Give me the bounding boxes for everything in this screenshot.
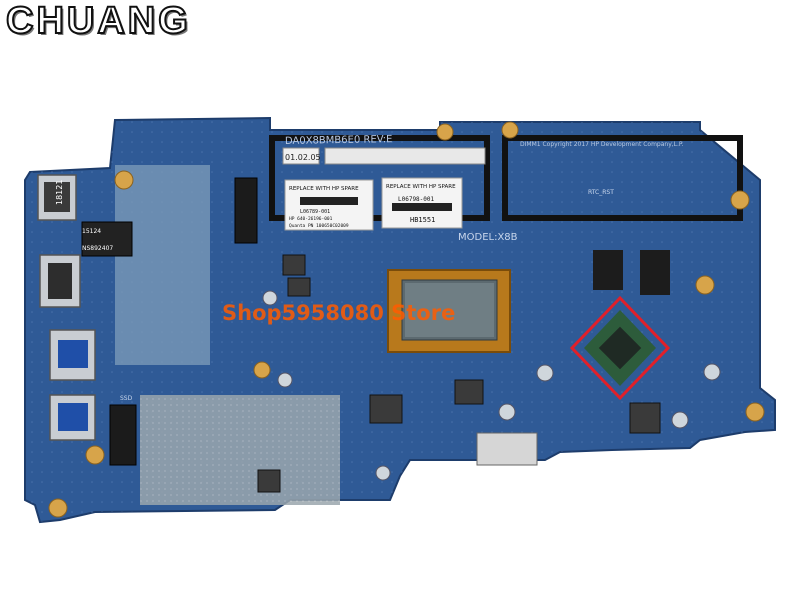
gpu-chip xyxy=(569,295,671,401)
screw-pad xyxy=(745,402,765,422)
screw-pad xyxy=(85,445,105,465)
sticker-left-part: L06789-001 xyxy=(300,209,330,215)
sticker-right-serial: HB1551 xyxy=(410,216,435,224)
m2-ssd-slot xyxy=(109,404,137,466)
ethernet-port xyxy=(81,221,133,257)
ram-slot-left xyxy=(269,135,490,221)
shield-area-top xyxy=(115,165,210,365)
port-label-1: 18121 xyxy=(55,180,64,205)
sticker-right-title: REPLACE WITH HP SPARE xyxy=(386,184,456,190)
screw-pad xyxy=(114,170,134,190)
capacitor xyxy=(375,465,391,481)
ssd-label: SSD xyxy=(120,395,133,402)
silk-copyright-label: DIMM1 Copyright 2017 HP Development Comp… xyxy=(520,141,684,148)
inductor-5 xyxy=(629,402,661,434)
capacitor xyxy=(498,403,516,421)
inductor-6 xyxy=(257,469,281,493)
usb-port-1 xyxy=(49,329,96,381)
brand-logo-text: CHUANG xyxy=(5,0,191,43)
usb-port-2 xyxy=(49,394,96,441)
bios-sticker xyxy=(282,147,320,165)
capacitor xyxy=(671,411,689,429)
m2-wifi-slot xyxy=(234,177,258,244)
screw-pad xyxy=(48,498,68,518)
cpu-chip xyxy=(387,269,511,353)
screw-pad xyxy=(436,123,454,141)
screw-pad xyxy=(730,190,750,210)
power-connector xyxy=(476,432,538,466)
sticker-right-part: L06798-001 xyxy=(398,196,435,203)
bios-label: 01.02.05 xyxy=(285,153,321,162)
shop-watermark: Shop5958080 Store xyxy=(222,301,455,325)
rtc-label: RTC_RST xyxy=(588,189,614,196)
silk-model-label: MODEL:X8B xyxy=(458,232,518,243)
silk-top-label: DA0X8BMB6E0 REV:E xyxy=(285,134,393,147)
inductor-2 xyxy=(282,254,306,276)
port-label-2: 15124 xyxy=(82,228,101,235)
capacitor xyxy=(277,372,293,388)
vram-chip-2 xyxy=(640,250,670,295)
shield-area-bottom xyxy=(140,395,340,505)
ram-slot-right xyxy=(502,135,743,221)
inductor-4 xyxy=(454,379,484,405)
screw-pad xyxy=(501,121,519,139)
sticker-left-line3: Quanta PN 100650C02009 xyxy=(289,223,349,229)
hdmi-port xyxy=(39,254,81,308)
screw-pad xyxy=(253,361,271,379)
inductor-1 xyxy=(369,394,403,424)
capacitor xyxy=(262,290,278,306)
capacitor xyxy=(536,364,554,382)
screw-pad xyxy=(695,275,715,295)
capacitor xyxy=(703,363,721,381)
ic-label: NS892407 xyxy=(82,245,113,252)
usb-c-port xyxy=(37,174,77,221)
barcode-sticker xyxy=(324,147,486,165)
sticker-right xyxy=(381,177,463,229)
sticker-left xyxy=(284,179,374,231)
vram-chip-1 xyxy=(593,250,623,290)
inductor-3 xyxy=(287,277,311,297)
sticker-left-title: REPLACE WITH HP SPARE xyxy=(289,186,359,192)
sticker-left-line2: HP 640-26196-001 xyxy=(289,216,333,222)
